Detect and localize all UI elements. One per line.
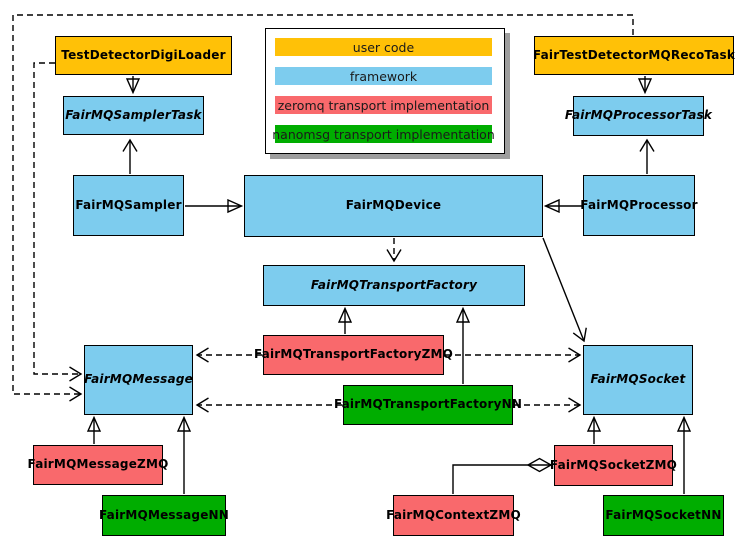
node-fairmqmessagezmq: FairMQMessageZMQ [28, 445, 168, 485]
node-fairmqmessage: FairMQMessage [84, 345, 193, 415]
legend-item-framework: framework [275, 67, 492, 85]
node-fairtestdetectormqrecotask: FairTestDetectorMQRecoTask [533, 36, 735, 75]
node-fairmqtransportfactorynn: FairMQTransportFactoryNN [334, 385, 522, 425]
edge-device-uses-socket [542, 237, 587, 343]
node-fairmqtransportfactory: FairMQTransportFactory [263, 265, 525, 306]
node-fairmqcontextzmq: FairMQContextZMQ [386, 495, 521, 536]
node-fairmqsamplertask: FairMQSamplerTask [63, 96, 204, 135]
legend-item-nanomsg: nanomsg transport implementation [272, 125, 495, 143]
node-fairmqsocketzmq: FairMQSocketZMQ [550, 445, 677, 486]
edge-recotask-depends-message [12, 14, 634, 402]
node-fairmqdevice: FairMQDevice [244, 175, 543, 237]
legend-item-user-code: user code [275, 38, 492, 56]
node-fairmqmessagenn: FairMQMessageNN [99, 495, 229, 536]
node-fairmqtransportfactoryzmq: FairMQTransportFactoryZMQ [254, 335, 453, 375]
node-testdetectordigiloader: TestDetectorDigiLoader [55, 36, 232, 75]
edge-socketzmq-composes-contextzmq [452, 465, 551, 494]
node-fairmqprocessortask: FairMQProcessorTask [565, 96, 712, 136]
node-fairmqsampler: FairMQSampler [73, 175, 184, 236]
node-fairmqsocketnn: FairMQSocketNN [603, 495, 724, 536]
edge-digiloader-depends-message [33, 62, 83, 382]
legend: user code framework zeromq transport imp… [265, 28, 505, 154]
node-fairmqsocket: FairMQSocket [583, 345, 693, 415]
node-fairmqprocessor: FairMQProcessor [580, 175, 698, 236]
legend-item-zeromq: zeromq transport implementation [275, 96, 492, 114]
